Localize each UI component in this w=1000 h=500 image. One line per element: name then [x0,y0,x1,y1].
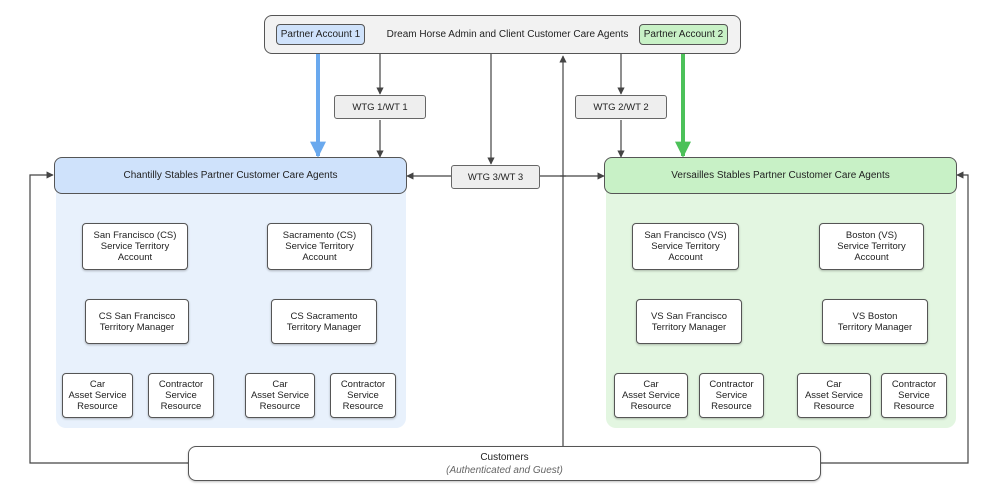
line: Car [272,379,288,390]
wtg-2-label: WTG 2/WT 2 [593,101,649,113]
line: CS Sacramento [290,310,358,322]
customers-title: Customers [480,451,529,463]
line: Resource [711,401,752,412]
line: Resource [813,401,855,412]
line: Service [165,390,197,401]
chantilly-sf-car-resource: Car Asset Service Resource [62,373,133,418]
versailles-sf-account: San Francisco (VS) Service Territory Acc… [632,223,739,270]
chantilly-header-label: Chantilly Stables Partner Customer Care … [123,170,338,181]
chantilly-sac-manager: CS Sacramento Territory Manager [271,299,377,344]
line: Contractor [709,379,754,390]
versailles-bos-manager: VS Boston Territory Manager [822,299,928,344]
line: Account [302,252,337,263]
versailles-sf-manager: VS San Francisco Territory Manager [636,299,742,344]
line: VS San Francisco [650,310,728,322]
line: Asset Service [68,390,127,401]
line: Contractor [340,379,386,390]
wtg-3-box: WTG 3/WT 3 [451,165,540,189]
line: Account [668,252,703,263]
line: Boston (VS) [845,230,898,241]
line: Service [715,390,748,401]
chantilly-sf-account: San Francisco (CS) Service Territory Acc… [82,223,188,270]
line: Service [347,390,379,401]
line: Resource [893,401,935,412]
line: Territory Manager [651,321,727,333]
line: Contractor [158,379,204,390]
chantilly-sf-manager: CS San Francisco Territory Manager [85,299,189,344]
versailles-header: Versailles Stables Partner Customer Care… [604,157,957,194]
chantilly-sac-car-resource: Car Asset Service Resource [245,373,315,418]
line: Resource [259,401,301,412]
line: Service Territory [651,241,720,252]
line: Sacramento (CS) [282,230,357,241]
line: Resource [342,401,384,412]
line: Asset Service [621,390,681,401]
line: Car [89,379,106,390]
versailles-bos-account: Boston (VS) Service Territory Account [819,223,924,270]
partner-account-1: Partner Account 1 [276,24,365,45]
line: Territory Manager [286,321,362,333]
line: San Francisco (CS) [93,230,177,241]
chantilly-sac-account: Sacramento (CS) Service Territory Accoun… [267,223,372,270]
wtg-3-label: WTG 3/WT 3 [467,171,524,183]
wtg-1-box: WTG 1/WT 1 [334,95,426,119]
customers-subtitle: (Authenticated and Guest) [446,464,563,476]
versailles-sf-contractor-resource: Contractor Service Resource [699,373,764,418]
line: Car [643,379,659,390]
line: Service Territory [100,241,170,252]
wtg-2-box: WTG 2/WT 2 [575,95,667,119]
partner-account-2: Partner Account 2 [639,24,728,45]
line: Resource [630,401,672,412]
line: Territory Manager [99,321,175,333]
line: Resource [77,401,118,412]
line: Asset Service [250,390,310,401]
line: San Francisco (VS) [644,230,727,241]
line: Service [898,390,930,401]
versailles-sf-car-resource: Car Asset Service Resource [614,373,688,418]
partner-account-1-label: Partner Account 1 [280,29,361,40]
chantilly-sf-contractor-resource: Contractor Service Resource [148,373,214,418]
versailles-bos-contractor-resource: Contractor Service Resource [881,373,947,418]
admin-agents-title: Dream Horse Admin and Client Customer Ca… [386,29,629,40]
line: Territory Manager [837,321,913,333]
line: Account [854,252,889,263]
versailles-header-label: Versailles Stables Partner Customer Care… [671,170,890,181]
line: CS San Francisco [98,310,176,322]
line: Account [117,252,153,263]
customers-box: Customers (Authenticated and Guest) [188,446,821,481]
line: Service Territory [837,241,906,252]
chantilly-header: Chantilly Stables Partner Customer Care … [54,157,407,194]
line: Asset Service [804,390,864,401]
versailles-bos-car-resource: Car Asset Service Resource [797,373,871,418]
line: Resource [160,401,202,412]
line: Car [826,379,842,390]
partner-account-2-label: Partner Account 2 [643,29,724,40]
line: Contractor [891,379,937,390]
chantilly-sac-contractor-resource: Contractor Service Resource [330,373,396,418]
line: VS Boston [852,310,898,322]
line: Service Territory [285,241,354,252]
wtg-1-label: WTG 1/WT 1 [352,101,408,113]
